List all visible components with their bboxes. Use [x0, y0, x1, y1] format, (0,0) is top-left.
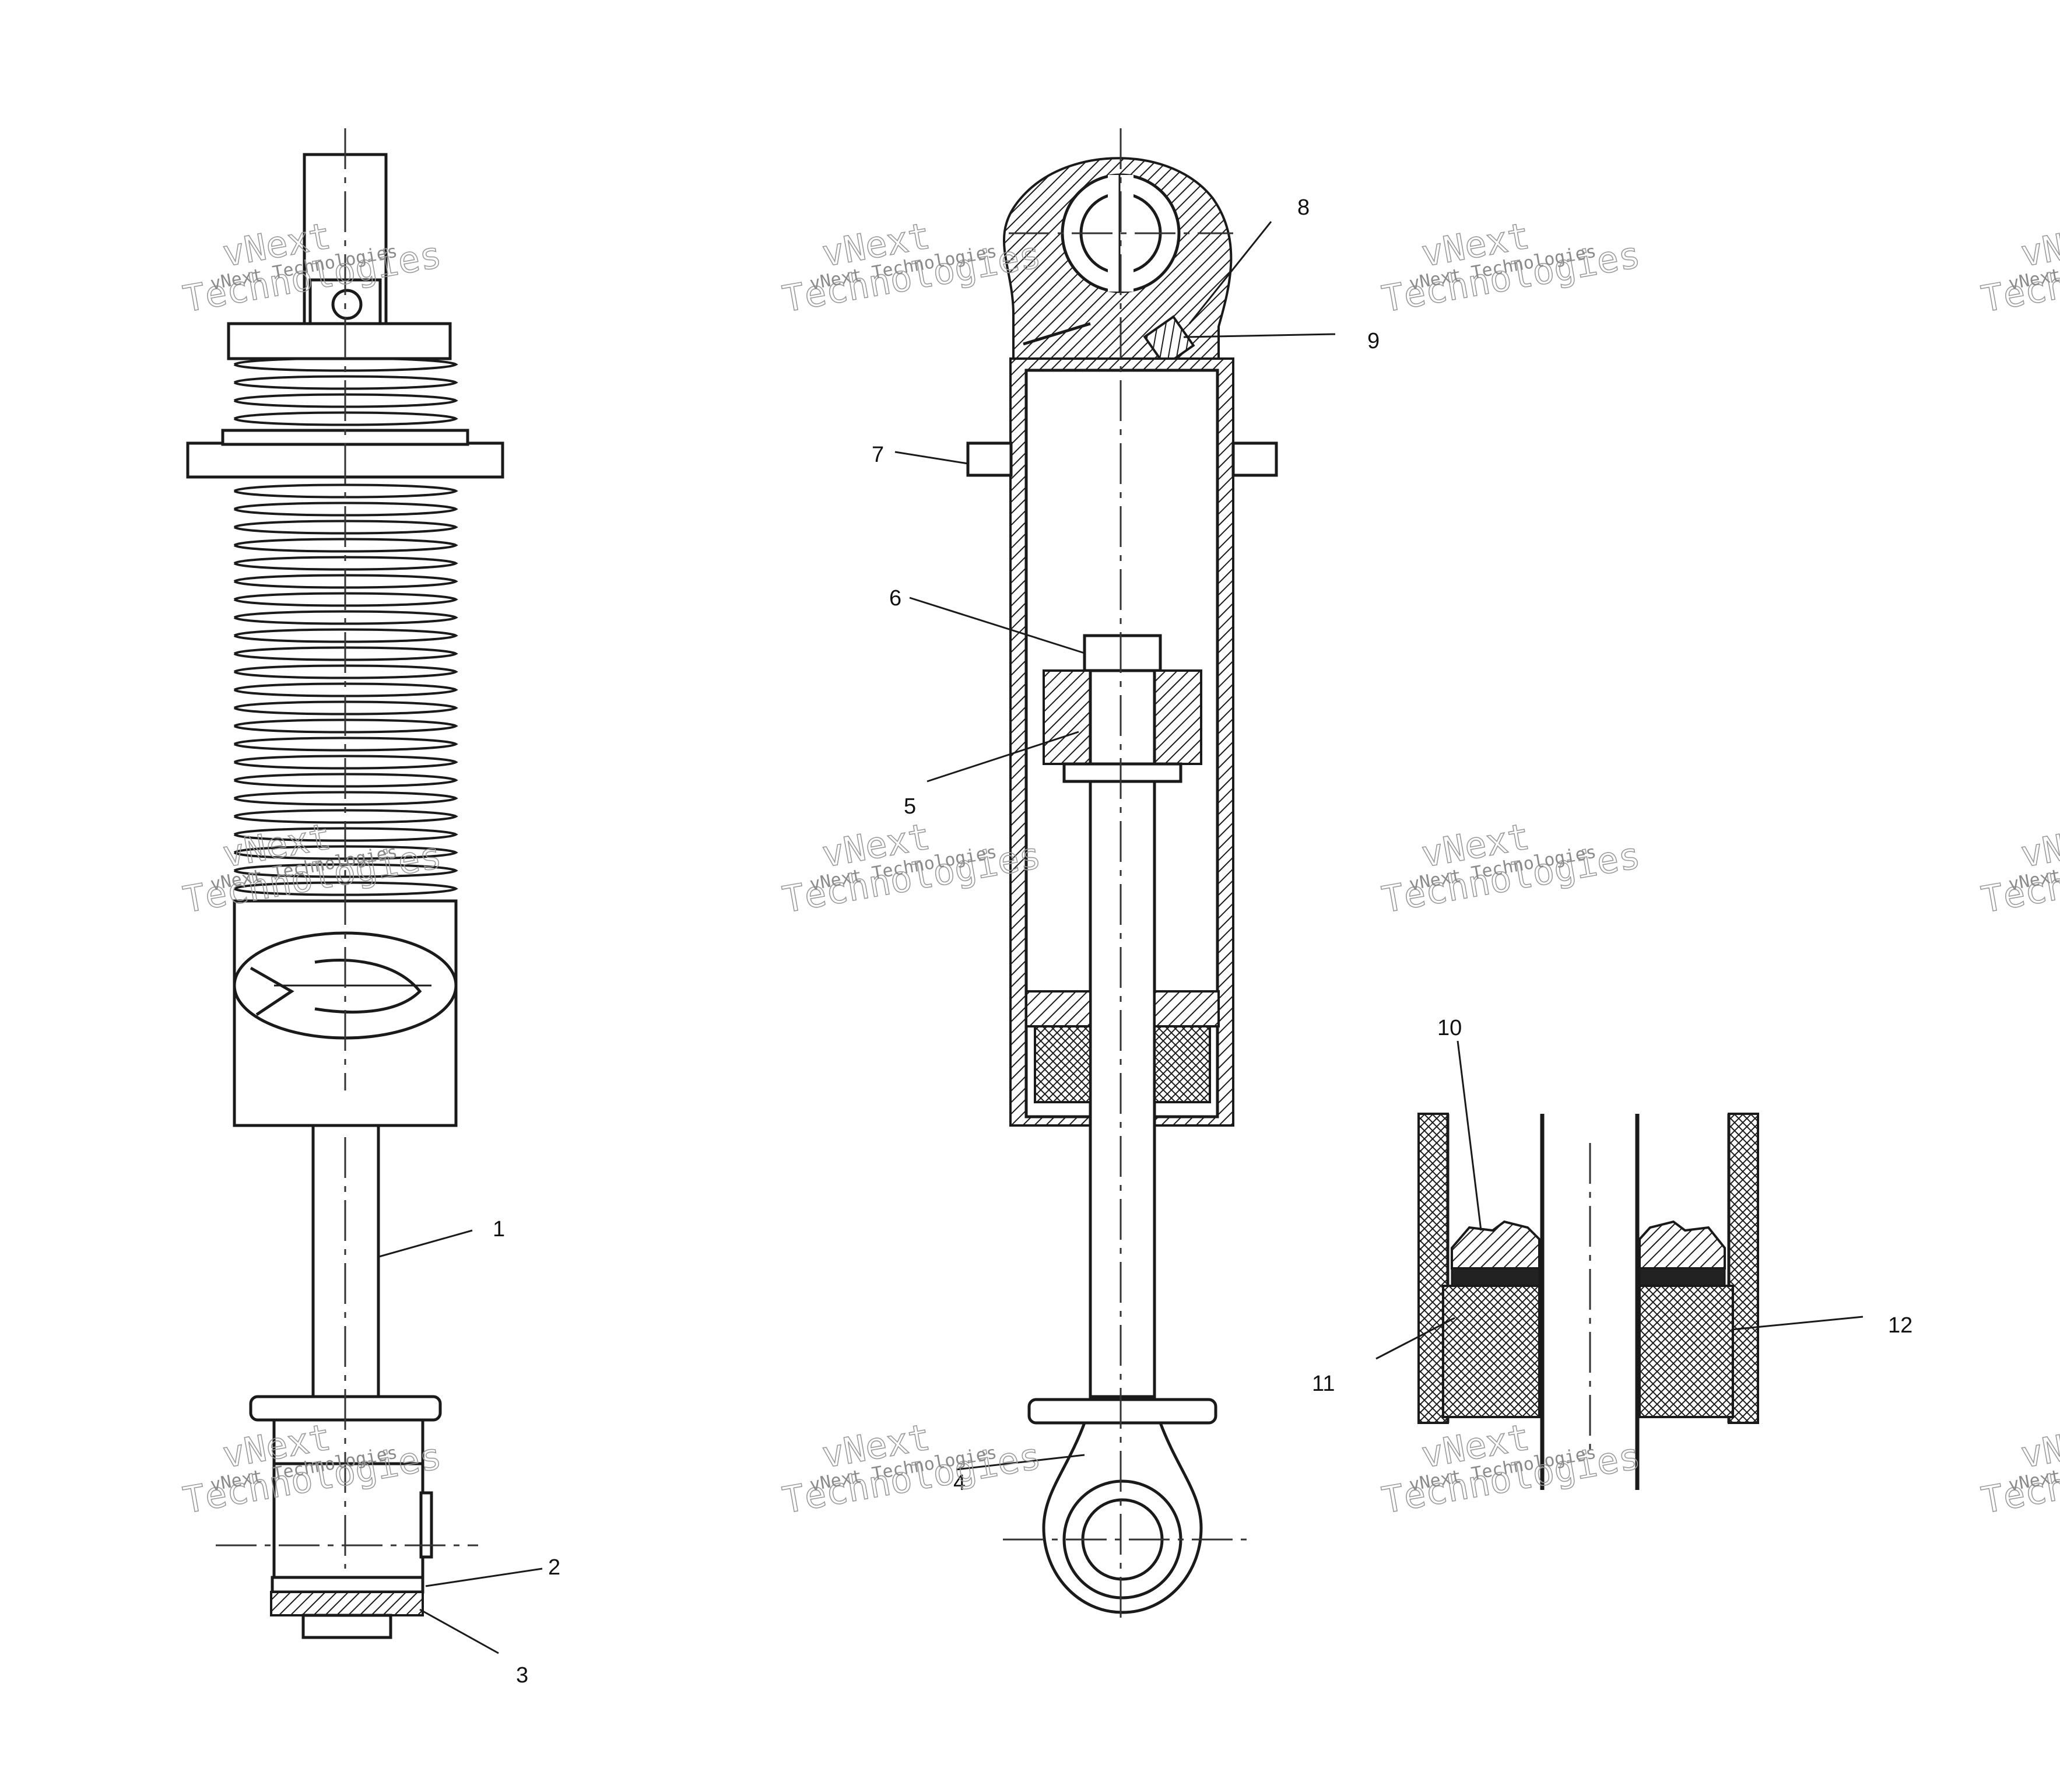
bushing-left [1442, 1285, 1540, 1418]
upper-spring-seat [227, 322, 452, 360]
callout-12: 12 [1888, 1313, 1912, 1338]
lower-bushing [270, 1591, 424, 1616]
seal-right [1153, 1025, 1211, 1103]
spring-coil [233, 375, 458, 390]
lower-retainer [1027, 1398, 1217, 1425]
spring-coil [233, 845, 458, 860]
lower-bushing-face [271, 1576, 424, 1594]
spring-coil [233, 664, 458, 679]
mount-tab [419, 1491, 433, 1559]
spring-coil [233, 700, 458, 716]
cutaway-shaft [1089, 780, 1156, 1398]
spring-coil [233, 393, 458, 408]
spring-coil [233, 610, 458, 625]
callout-1: 1 [493, 1217, 505, 1242]
callout-5: 5 [904, 794, 916, 819]
spring-coil [233, 755, 458, 770]
sleeve [301, 1614, 392, 1639]
spring-coil [233, 520, 458, 535]
seal-left [1034, 1025, 1092, 1103]
spring-coil [233, 574, 458, 589]
spring-coil [233, 881, 458, 896]
piston-washer [1062, 762, 1182, 783]
spring-coil [233, 646, 458, 661]
spring-coil [233, 863, 458, 878]
spring-coil [233, 556, 458, 571]
callout-7: 7 [872, 443, 884, 467]
spring-coil [233, 773, 458, 788]
callout-labels: 1 2 3 4 5 6 7 8 9 10 11 12 [493, 195, 1912, 1688]
spring-coil [233, 809, 458, 824]
seal-head-left [1025, 990, 1092, 1027]
seal-head-right [1153, 990, 1220, 1027]
spring-coil [233, 791, 458, 806]
bushing-right [1638, 1285, 1734, 1418]
spring-coil [233, 502, 458, 517]
callout-10: 10 [1437, 1016, 1462, 1040]
callout-4: 4 [953, 1471, 966, 1495]
spring-coil [233, 538, 458, 553]
spring-coil [233, 592, 458, 607]
seal-cap-right [1638, 1267, 1726, 1287]
wiper-seal-left [1451, 1220, 1540, 1270]
coil-spring [233, 357, 458, 896]
callout-2: 2 [548, 1555, 560, 1580]
spring-coil [233, 411, 458, 426]
cutaway-shock [966, 128, 1278, 1621]
callout-9: 9 [1367, 329, 1380, 353]
callout-6: 6 [889, 586, 901, 611]
spring-coil [233, 718, 458, 734]
callout-3: 3 [516, 1663, 528, 1688]
side-fitting-right [1231, 441, 1278, 477]
mount-bolt [331, 289, 363, 320]
piston-bore [1089, 669, 1156, 766]
callout-8: 8 [1297, 195, 1310, 220]
leader-lines [378, 221, 1864, 1654]
lower-mount-body [272, 1462, 424, 1579]
spring-coil [233, 827, 458, 842]
reservoir-valve [1143, 315, 1195, 367]
spring-coil [233, 357, 458, 372]
piston-nut [1083, 634, 1162, 672]
callout-11: 11 [1312, 1372, 1335, 1396]
seal-detail-view [1417, 1113, 1759, 1490]
spring-coil [233, 737, 458, 752]
assembled-shock [186, 128, 504, 1639]
spring-coil [233, 483, 458, 499]
spring-coil [233, 682, 458, 697]
spring-coil [233, 628, 458, 643]
wiper-seal-right [1638, 1220, 1726, 1270]
logo-mark [250, 959, 431, 1016]
seal-cap-left [1451, 1267, 1540, 1287]
side-fitting-left [966, 441, 1013, 477]
